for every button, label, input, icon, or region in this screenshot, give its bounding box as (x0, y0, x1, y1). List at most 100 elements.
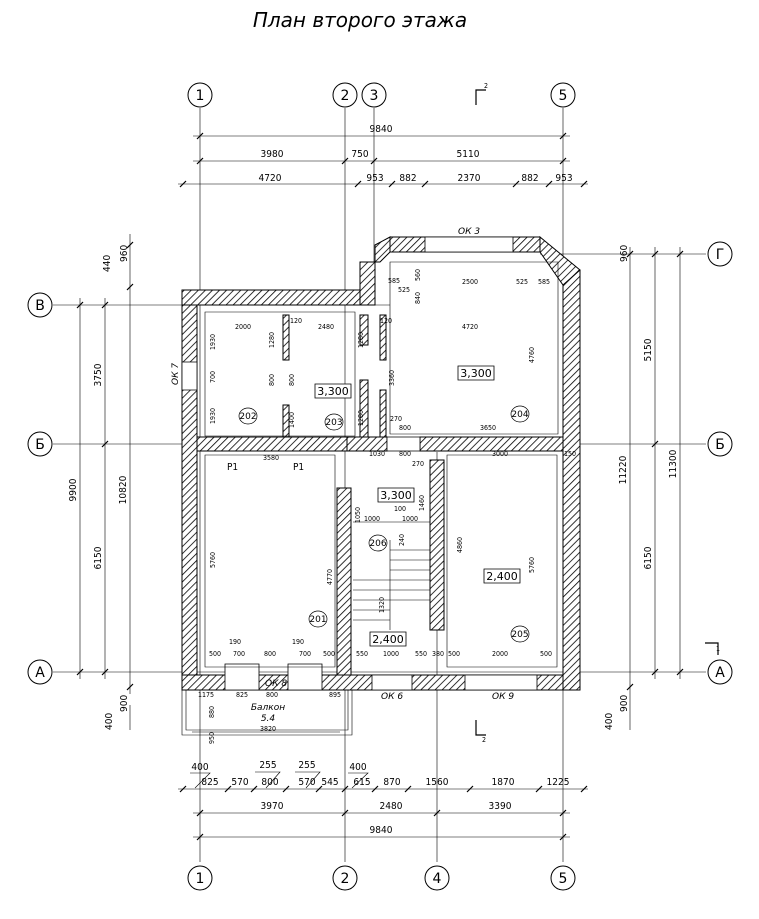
dim-top-r2-2: 750 (351, 149, 368, 160)
dim-inner-800a: 800 (268, 374, 276, 386)
axis-label-4-bottom: 4 (433, 871, 442, 887)
dim-left-inner-2: 6150 (93, 546, 104, 569)
axis-label-2-bottom: 2 (341, 871, 350, 887)
dimension-ticks (77, 133, 683, 840)
axis-label-a-left: А (35, 665, 45, 681)
dim-left-outer-1: 9900 (68, 478, 79, 501)
dim-inner-2000: 2000 (235, 323, 251, 331)
dim-inner-120b: 120 (380, 317, 392, 325)
dim-inner-1930b: 1930 (209, 408, 217, 424)
dim-inner-1460: 1460 (418, 495, 426, 511)
dim-left-outer-2: 10820 (118, 475, 129, 504)
dim-inner-5760a: 5760 (209, 552, 217, 568)
dim-bottom-r1-6: 615 (353, 777, 370, 788)
dim-right-outer-1: 11220 (618, 455, 629, 484)
dim-inner-500a: 500 (209, 650, 221, 658)
dim-top-r2-1: 3980 (261, 149, 284, 160)
room-number-202: 202 (239, 412, 256, 422)
dim-inner-825: 825 (236, 691, 248, 699)
label-balcony-area: 5.4 (261, 714, 276, 724)
dim-inner-190b: 190 (292, 638, 304, 646)
dim-top-r3-2: 953 (366, 173, 383, 184)
dim-inner-1000c: 1000 (383, 650, 399, 658)
dim-top-r2-3: 5110 (457, 149, 480, 160)
dim-inner-800c: 800 (399, 424, 411, 432)
dim-bottom-r1-10: 1225 (547, 777, 570, 788)
level-mark-203: 3,300 (317, 385, 349, 398)
axis-label-b-left: Б (35, 437, 45, 453)
dim-inner-240: 240 (398, 534, 406, 546)
dim-inner-3820: 3820 (260, 725, 276, 733)
dim-top-r3-4: 2370 (458, 173, 481, 184)
label-p1-a: Р1 (227, 462, 238, 473)
openings (182, 237, 537, 690)
section-mark-right: 1 (716, 645, 720, 653)
dim-inner-1000a: 1000 (364, 515, 380, 523)
dim-bottom-r1-7: 870 (383, 777, 400, 788)
dim-bottom-r1-1: 825 (201, 777, 218, 788)
dim-inner-700c: 700 (299, 650, 311, 658)
dim-inner-4770: 4770 (326, 569, 334, 585)
label-ok3: ОК 3 (458, 227, 480, 237)
dim-right-outer-2: 11300 (668, 449, 679, 478)
dim-inner-4760: 4760 (528, 347, 536, 363)
dimension-lines (80, 136, 680, 837)
dim-top-r3-3: 882 (399, 173, 416, 184)
dim-inner-120a: 120 (290, 317, 302, 325)
dim-inner-3650: 3650 (480, 424, 496, 432)
dim-inner-270b: 270 (412, 460, 424, 468)
bottom-leader-lines (190, 772, 368, 788)
dim-inner-560: 560 (414, 269, 422, 281)
dim-left-top-2: 960 (119, 245, 130, 262)
dim-bottom-r1-3: 800 (261, 777, 278, 788)
dim-inner-500b: 500 (323, 650, 335, 658)
dim-inner-1930a: 1930 (209, 334, 217, 350)
dim-inner-150: 150 (564, 450, 576, 458)
dim-inner-1000b: 1000 (402, 515, 418, 523)
room-number-203: 203 (325, 418, 342, 428)
interior-lines (182, 262, 558, 735)
dim-left-bottom-1: 900 (119, 695, 130, 712)
label-ok9: ОК 9 (492, 692, 514, 702)
dim-inner-1320: 1320 (378, 597, 386, 613)
room-number-206: 206 (369, 539, 386, 549)
dim-bottom-tiny-1: 400 (191, 762, 208, 773)
dim-inner-4860: 4860 (456, 537, 464, 553)
dim-inner-700: 700 (209, 371, 217, 383)
dim-right-top-1: 960 (619, 245, 630, 262)
dim-inner-500d: 500 (540, 650, 552, 658)
axis-label-a-right: А (715, 665, 725, 681)
dim-bottom-r1-4: 570 (298, 777, 315, 788)
axis-label-2-top: 2 (341, 88, 350, 104)
section-marks (476, 90, 718, 735)
dim-inner-525a: 525 (398, 286, 410, 294)
level-mark-204: 3,300 (460, 367, 492, 380)
dim-bottom-tiny-2: 255 (259, 760, 276, 771)
dim-inner-380: 380 (432, 650, 444, 658)
dim-inner-950: 950 (208, 732, 216, 744)
dim-inner-840: 840 (414, 292, 422, 304)
dim-inner-1050: 1050 (354, 507, 362, 523)
section-mark-bottom: 2 (482, 736, 486, 744)
dim-bottom-r1-9: 1870 (492, 777, 515, 788)
section-mark-top: 2 (484, 82, 488, 90)
dim-bottom-r1-8: 1560 (426, 777, 449, 788)
dim-inner-800b: 800 (288, 374, 296, 386)
label-balcony: Балкон (251, 703, 285, 713)
axis-label-3-top: 3 (370, 88, 379, 104)
dim-inner-500c: 500 (448, 650, 460, 658)
dim-bottom-r1-2: 570 (231, 777, 248, 788)
dim-inner-3360: 3360 (388, 370, 396, 386)
dim-inner-700b: 700 (233, 650, 245, 658)
dim-inner-525b: 525 (516, 278, 528, 286)
dim-left-bottom-2: 400 (104, 713, 115, 730)
axis-label-v-left: В (35, 298, 45, 314)
dim-inner-2500: 2500 (462, 278, 478, 286)
axis-label-5-bottom: 5 (559, 871, 568, 887)
axis-grid-lines (53, 108, 706, 862)
level-boxes (315, 366, 520, 646)
dim-top-r3-1: 4720 (259, 173, 282, 184)
dim-right-bottom-2: 400 (604, 713, 615, 730)
dim-bottom-r2-3: 3390 (489, 801, 512, 812)
